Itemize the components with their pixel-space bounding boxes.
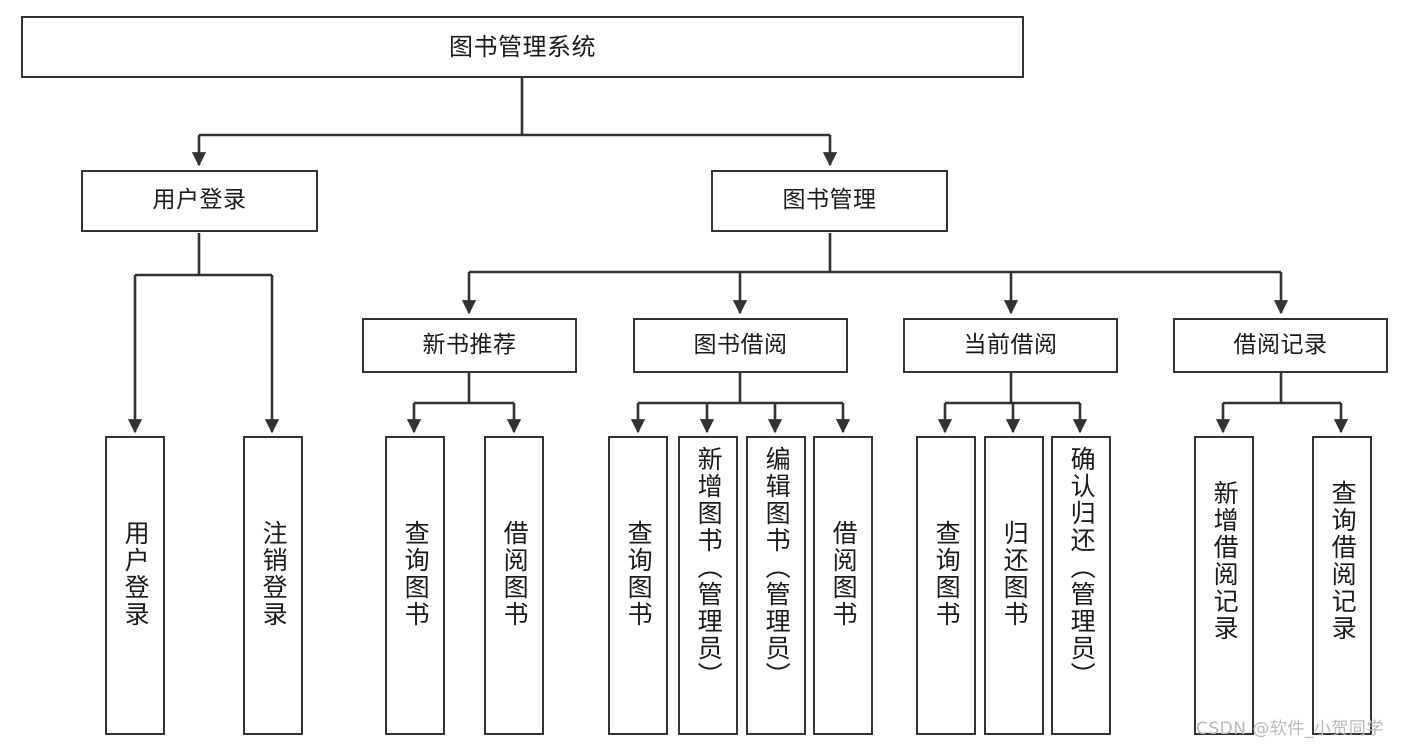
node-label: 查询图书 xyxy=(624,520,654,628)
node-label: 归还图书 xyxy=(1000,520,1030,628)
node-label: 编辑图书（管理员） xyxy=(762,446,792,689)
node-label: 借阅图书 xyxy=(500,520,530,628)
leaf-return-book[interactable]: 归还图书 xyxy=(984,436,1044,735)
leaf-query-book-newbook[interactable]: 查询图书 xyxy=(385,436,445,735)
node-label: 注销登录 xyxy=(259,520,289,628)
node-current-borrow[interactable]: 当前借阅 xyxy=(903,318,1118,373)
leaf-query-book-current[interactable]: 查询图书 xyxy=(916,436,976,735)
csdn-watermark: CSDN @软件_小贺同学 xyxy=(1196,719,1384,739)
leaf-logout[interactable]: 注销登录 xyxy=(243,436,303,735)
node-label: 确认归还（管理员） xyxy=(1067,446,1097,689)
node-borrow-record[interactable]: 借阅记录 xyxy=(1173,318,1388,373)
node-label: 新增图书（管理员） xyxy=(694,446,724,689)
leaf-add-book-admin[interactable]: 新增图书（管理员） xyxy=(678,436,738,735)
leaf-borrow-book-newbook[interactable]: 借阅图书 xyxy=(484,436,544,735)
node-label: 图书借阅 xyxy=(693,331,788,358)
leaf-edit-book-admin[interactable]: 编辑图书（管理员） xyxy=(746,436,806,735)
leaf-user-login[interactable]: 用户登录 xyxy=(105,436,165,735)
node-label: 借阅图书 xyxy=(829,520,859,628)
leaf-add-borrow-record[interactable]: 新增借阅记录 xyxy=(1194,436,1254,735)
leaf-borrow-book[interactable]: 借阅图书 xyxy=(813,436,873,735)
node-label: 当前借阅 xyxy=(963,331,1058,358)
leaf-query-book-borrow[interactable]: 查询图书 xyxy=(608,436,668,735)
node-label: 查询图书 xyxy=(401,520,431,628)
node-label: 新增借阅记录 xyxy=(1210,480,1240,642)
node-label: 查询图书 xyxy=(932,520,962,628)
node-label: 图书管理 xyxy=(782,187,877,214)
node-user-login[interactable]: 用户登录 xyxy=(81,170,318,232)
node-book-borrow[interactable]: 图书借阅 xyxy=(633,318,848,373)
node-new-book-recommend[interactable]: 新书推荐 xyxy=(362,318,577,373)
node-root-book-management-system[interactable]: 图书管理系统 xyxy=(21,16,1024,78)
node-book-management[interactable]: 图书管理 xyxy=(711,170,948,232)
node-label: 借阅记录 xyxy=(1233,331,1328,358)
node-label: 用户登录 xyxy=(121,520,151,628)
node-label: 图书管理系统 xyxy=(449,32,596,61)
leaf-query-borrow-record[interactable]: 查询借阅记录 xyxy=(1312,436,1372,735)
leaf-confirm-return-admin[interactable]: 确认归还（管理员） xyxy=(1051,436,1111,735)
node-label: 新书推荐 xyxy=(422,331,517,358)
node-label: 用户登录 xyxy=(152,187,247,214)
node-label: 查询借阅记录 xyxy=(1328,480,1358,642)
